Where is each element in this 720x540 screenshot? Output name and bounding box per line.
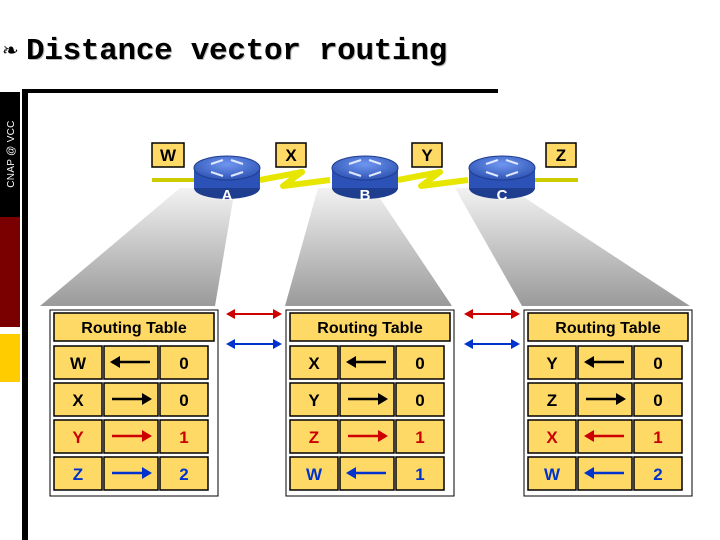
network-label-z: Z xyxy=(545,142,577,168)
arrow-right-icon xyxy=(348,430,388,442)
table-cell-metric: 2 xyxy=(179,465,188,484)
arrow-left-icon xyxy=(110,356,150,368)
sidebar-red-block xyxy=(0,217,20,327)
table-cell-metric: 0 xyxy=(653,391,662,410)
arrow-right-icon xyxy=(348,393,388,405)
router-arrows-icon xyxy=(210,159,244,177)
routing-table-header: Routing Table xyxy=(317,320,423,337)
sidebar-caption: CNAP @ VCC xyxy=(6,120,17,188)
table-cell-metric: 0 xyxy=(179,354,188,373)
network-label-z-text: Z xyxy=(556,146,566,165)
routing-table-header: Routing Table xyxy=(81,320,187,337)
arrow-left-icon xyxy=(346,356,386,368)
wan-link-bc xyxy=(397,169,469,189)
arrow-left-icon xyxy=(346,467,386,479)
table-cell-metric: 0 xyxy=(179,391,188,410)
network-label-y: Y xyxy=(411,142,443,168)
router-arrows-icon xyxy=(348,159,382,177)
table-cell-network: W xyxy=(544,465,561,484)
table-cell-network: Y xyxy=(72,428,84,447)
table-cell-network: X xyxy=(72,391,84,410)
network-label-x: X xyxy=(275,142,307,168)
beam-b xyxy=(285,188,452,306)
router-label: C xyxy=(497,187,508,204)
beam-a xyxy=(40,188,235,306)
table-cell-network: W xyxy=(306,465,323,484)
wan-link-ab xyxy=(259,169,331,189)
title-bullet-icon: ❧ xyxy=(2,38,19,62)
network-label-y-text: Y xyxy=(421,146,433,165)
router-label: B xyxy=(360,187,371,204)
sidebar-dark-block xyxy=(0,92,20,217)
arrow-left-icon xyxy=(584,430,624,442)
beam-c xyxy=(455,188,690,306)
table-cell-network: Z xyxy=(73,465,83,484)
table-cell-network: X xyxy=(546,428,558,447)
arrow-right-icon xyxy=(112,430,152,442)
arrow-left-icon xyxy=(584,467,624,479)
network-label-w: W xyxy=(151,142,185,168)
table-cell-metric: 1 xyxy=(415,465,424,484)
table-cell-metric: 1 xyxy=(415,428,424,447)
sidebar-vertical-rule xyxy=(22,92,28,540)
table-cell-metric: 0 xyxy=(415,391,424,410)
exchange-arrows-ab xyxy=(226,309,282,349)
routing-table-header: Routing Table xyxy=(555,320,661,337)
table-cell-network: W xyxy=(70,354,87,373)
arrow-left-icon xyxy=(584,356,624,368)
table-cell-network: Y xyxy=(308,391,320,410)
table-cell-network: Z xyxy=(547,391,557,410)
table-cell-network: X xyxy=(308,354,320,373)
arrow-right-icon xyxy=(112,467,152,479)
router-b: B xyxy=(331,155,399,204)
table-cell-metric: 0 xyxy=(653,354,662,373)
table-cell-metric: 1 xyxy=(653,428,662,447)
arrow-right-icon xyxy=(586,393,626,405)
exchange-arrows-bc xyxy=(464,309,520,349)
slide-title: Distance vector routing xyxy=(26,34,447,69)
arrow-right-icon xyxy=(112,393,152,405)
table-cell-metric: 0 xyxy=(415,354,424,373)
table-cell-network: Z xyxy=(309,428,319,447)
router-label: A xyxy=(222,187,233,204)
router-arrows-icon xyxy=(485,159,519,177)
table-cell-network: Y xyxy=(546,354,558,373)
router-a: A xyxy=(193,155,261,204)
title-underline-rule xyxy=(22,89,498,93)
sidebar-yellow-block xyxy=(0,334,20,382)
table-cell-metric: 2 xyxy=(653,465,662,484)
network-label-w-text: W xyxy=(160,146,177,165)
router-c: C xyxy=(468,155,536,204)
table-cell-metric: 1 xyxy=(179,428,188,447)
network-label-x-text: X xyxy=(285,146,297,165)
